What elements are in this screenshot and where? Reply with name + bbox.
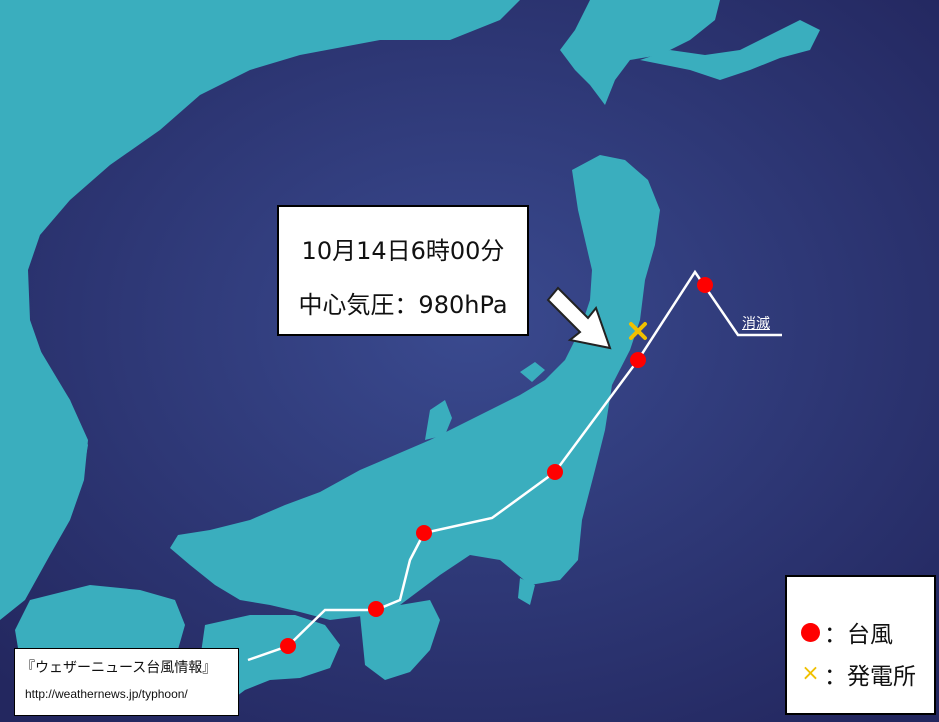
legend-typhoon-row: ：台風: [801, 615, 893, 649]
honshu-island: [170, 155, 660, 620]
korean-peninsula: [0, 330, 88, 600]
typhoon-marker: [416, 525, 432, 541]
typhoon-marker: [547, 464, 563, 480]
legend-typhoon-label: ：台風: [824, 622, 893, 648]
callout-pressure: 中心気圧：980hPa: [298, 291, 508, 319]
callout-datetime: 10月14日6時00分: [301, 237, 505, 265]
track-end-label: 消滅: [742, 316, 770, 332]
credit-url[interactable]: http://weathernews.jp/typhoon/: [25, 687, 188, 701]
typhoon-legend-icon: [801, 622, 820, 642]
map-legend: ：台風 × ：発電所: [785, 575, 936, 715]
legend-plant-label: ：発電所: [824, 664, 916, 690]
sado-island: [520, 362, 545, 382]
mainland-landmass: [0, 0, 520, 620]
source-credit: 『ウェザーニュース台風情報』 http://weathernews.jp/typ…: [14, 648, 239, 716]
izu-peninsula: [518, 578, 535, 605]
typhoon-marker: [630, 352, 646, 368]
sakhalin-island: [560, 0, 720, 105]
typhoon-marker: [697, 277, 713, 293]
power-plant-legend-icon: ×: [801, 661, 820, 686]
typhoon-info-callout: 10月14日6時00分 中心気圧：980hPa: [277, 205, 529, 336]
typhoon-marker: [280, 638, 296, 654]
kii-peninsula: [360, 600, 440, 680]
hokkaido-island: [640, 20, 820, 80]
legend-plant-row: × ：発電所: [801, 657, 916, 691]
power-plant-x-icon: [629, 322, 647, 340]
arrow-pointer-icon: [546, 286, 612, 350]
noto-peninsula: [425, 400, 452, 440]
credit-title: 『ウェザーニュース台風情報』: [21, 660, 217, 676]
typhoon-marker: [368, 601, 384, 617]
